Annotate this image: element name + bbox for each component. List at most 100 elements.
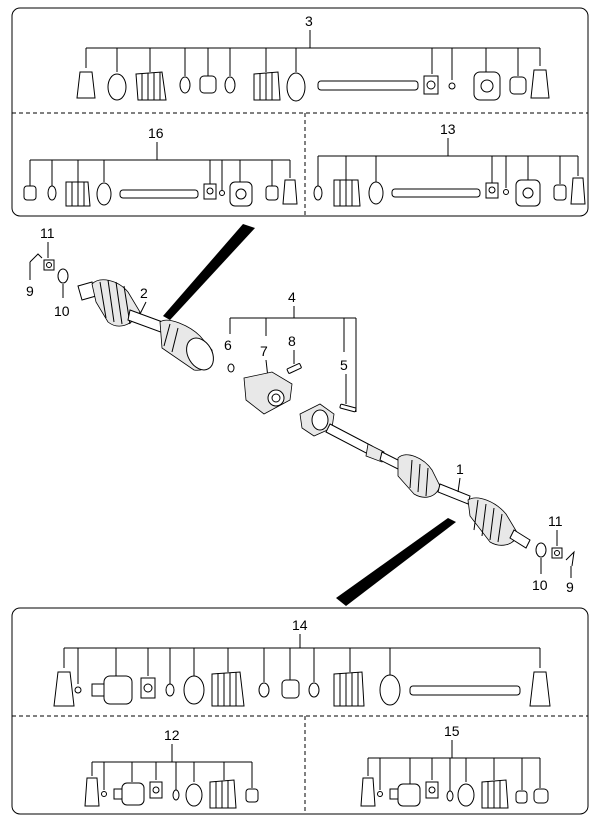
boot-icon [333,179,361,207]
boot-icon [253,71,281,101]
joint-housing-icon [281,679,300,699]
clamp-ring-icon [179,76,191,94]
kit-13-leaders [317,138,579,188]
tripod-icon [149,781,163,799]
callout-5: 5 [340,357,348,373]
clamp-ring-icon [107,73,127,101]
washer-icon [57,268,69,284]
clamp-ring-icon [224,76,236,94]
kit-3-leaders [85,30,541,80]
callout-13: 13 [440,121,456,137]
boot-icon [76,71,96,99]
callout-10-right: 10 [532,577,548,593]
bolt-icon [286,363,302,374]
joint-housing-icon [91,675,133,705]
callout-7: 7 [260,343,268,359]
callout-8: 8 [288,333,296,349]
washer-icon [101,791,107,797]
joint-housing-icon [229,181,253,207]
boot-icon [282,179,298,205]
boot-icon [135,71,167,101]
joint-housing-icon [553,184,567,201]
tripod-icon [140,677,156,699]
callout-16: 16 [148,125,164,141]
shaft-icon [409,685,521,696]
joint-housing-icon [515,790,528,804]
nut-icon [43,259,55,271]
shaft-icon [317,80,419,91]
cotter-pin-icon [565,550,575,567]
clamp-ring-icon [185,783,203,807]
clamp-ring-icon [258,682,270,698]
tripod-icon [423,75,439,95]
kit-13-parts [313,177,586,207]
joint-housing-icon [533,788,549,804]
right-driveshaft-assembly [299,403,531,549]
clamp-ring-icon [446,790,454,802]
callout-10-left: 10 [54,303,70,319]
clamp-ring-icon [47,185,57,201]
top-kit-box [11,7,589,217]
cotter-pin-icon [29,253,43,263]
bracket-icon [243,371,293,415]
clamp-ring-icon [165,683,175,697]
clamp-ring-icon [286,72,306,102]
clamp-ring-icon [308,682,320,698]
callout-14: 14 [292,617,308,633]
kit-14-leaders [63,634,541,684]
washer-icon [377,791,383,797]
clamp-ring-icon [368,181,384,205]
tripod-icon [425,781,439,799]
joint-housing-icon [23,185,37,201]
kit-16-leaders [29,142,291,190]
left-driveshaft-assembly [77,279,214,371]
callout-4: 4 [288,289,296,305]
boot-icon [65,181,91,207]
callout-6: 6 [224,337,232,353]
washer-icon [503,189,509,195]
clamp-ring-icon [96,182,112,206]
joint-housing-icon [515,179,541,207]
callout-15: 15 [444,723,460,739]
boot-icon [481,779,509,809]
callout-9-left: 9 [26,283,34,299]
clamp-ring-icon [457,783,475,807]
washer-icon [74,686,82,694]
kit-12-parts [84,777,259,809]
boot-icon [360,777,376,807]
clamp-ring-icon [183,675,205,705]
callout-12: 12 [164,727,180,743]
joint-housing-icon [245,788,259,803]
callout-11-right: 11 [548,513,563,529]
bolt-icon [339,403,357,413]
washer-icon [219,190,225,196]
callout-2: 2 [140,285,148,301]
lower-pointer-wedge [336,518,456,606]
joint-housing-icon [389,783,421,807]
joint-housing-icon [113,782,145,806]
joint-housing-icon [473,71,501,101]
clamp-ring-icon [379,674,401,706]
kit-3-parts [76,69,550,102]
kit-16-parts [23,179,298,207]
boot-icon [570,177,586,205]
boot-icon [333,671,365,707]
callout-9-right: 9 [566,579,574,595]
washer-icon [448,82,456,90]
callout-3: 3 [305,13,313,29]
boot-icon [209,779,237,809]
boot-icon [529,671,551,707]
boot-icon [530,69,550,99]
joint-housing-icon [199,75,217,94]
clamp-ring-icon [172,789,180,801]
bottom-kit-box [11,607,589,815]
boot-icon [84,777,100,807]
tripod-icon [485,182,499,199]
clamp-ring-icon [227,363,235,373]
kit-15-leaders [367,740,541,792]
callout-1: 1 [456,461,464,477]
shaft-icon [119,189,199,199]
nut-icon [551,547,563,559]
